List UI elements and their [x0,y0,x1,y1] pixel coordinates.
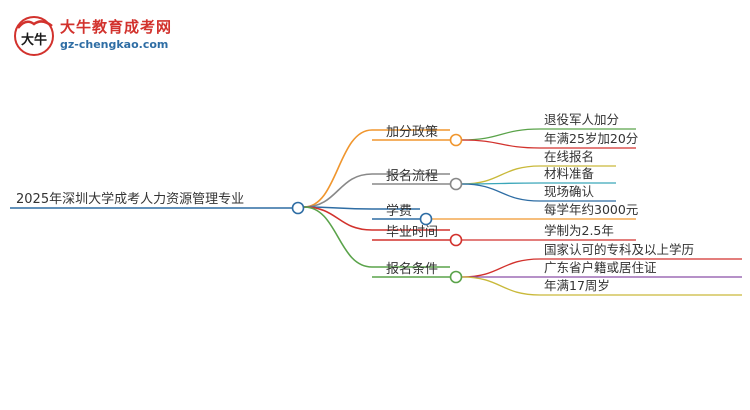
leaf-label: 现场确认 [544,184,595,199]
branch-node[interactable] [449,177,463,191]
branch-connector [303,206,450,231]
logo-url: gz-chengkao.com [60,38,169,51]
leaf-label: 材料准备 [544,166,595,181]
logo-title: 大牛教育成考网 [60,18,173,36]
branch-connector [303,173,450,208]
bull-logo-icon: 大牛 [14,16,54,56]
leaf-connector [461,183,616,202]
leaf-label: 每学年约3000元 [544,202,638,217]
leaf-connector [461,258,742,278]
branch-connector [303,129,450,208]
branch-node[interactable] [449,270,463,284]
root-topic: 2025年深圳大学成考人力资源管理专业 [16,191,244,207]
leaf-label: 年满17周岁 [544,278,610,293]
branch-label: 加分政策 [386,124,438,140]
branch-node[interactable] [449,133,463,147]
branch-label: 毕业时间 [386,225,438,240]
branch-label: 报名流程 [386,168,438,184]
branch-label: 学费 [386,203,412,219]
logo-mark-text: 大牛 [21,32,47,48]
branch-label: 报名条件 [386,261,438,277]
leaf-connector [461,276,742,296]
leaf-connector [461,128,636,141]
leaf-label: 退役军人加分 [544,112,619,127]
root-node [291,201,305,215]
branch-node[interactable] [419,212,433,226]
leaf-connector [461,139,636,149]
site-logo: 大牛 大牛教育成考网 gz-chengkao.com [12,10,192,60]
branch-node[interactable] [449,233,463,247]
leaf-label: 学制为2.5年 [544,223,614,238]
leaf-label: 年满25岁加20分 [544,131,638,146]
branch-connector [303,206,450,268]
leaf-label: 在线报名 [544,149,594,164]
leaf-connector [461,165,616,185]
leaf-label: 广东省户籍或居住证 [544,260,657,275]
leaf-label: 国家认可的专科及以上学历 [544,242,694,257]
